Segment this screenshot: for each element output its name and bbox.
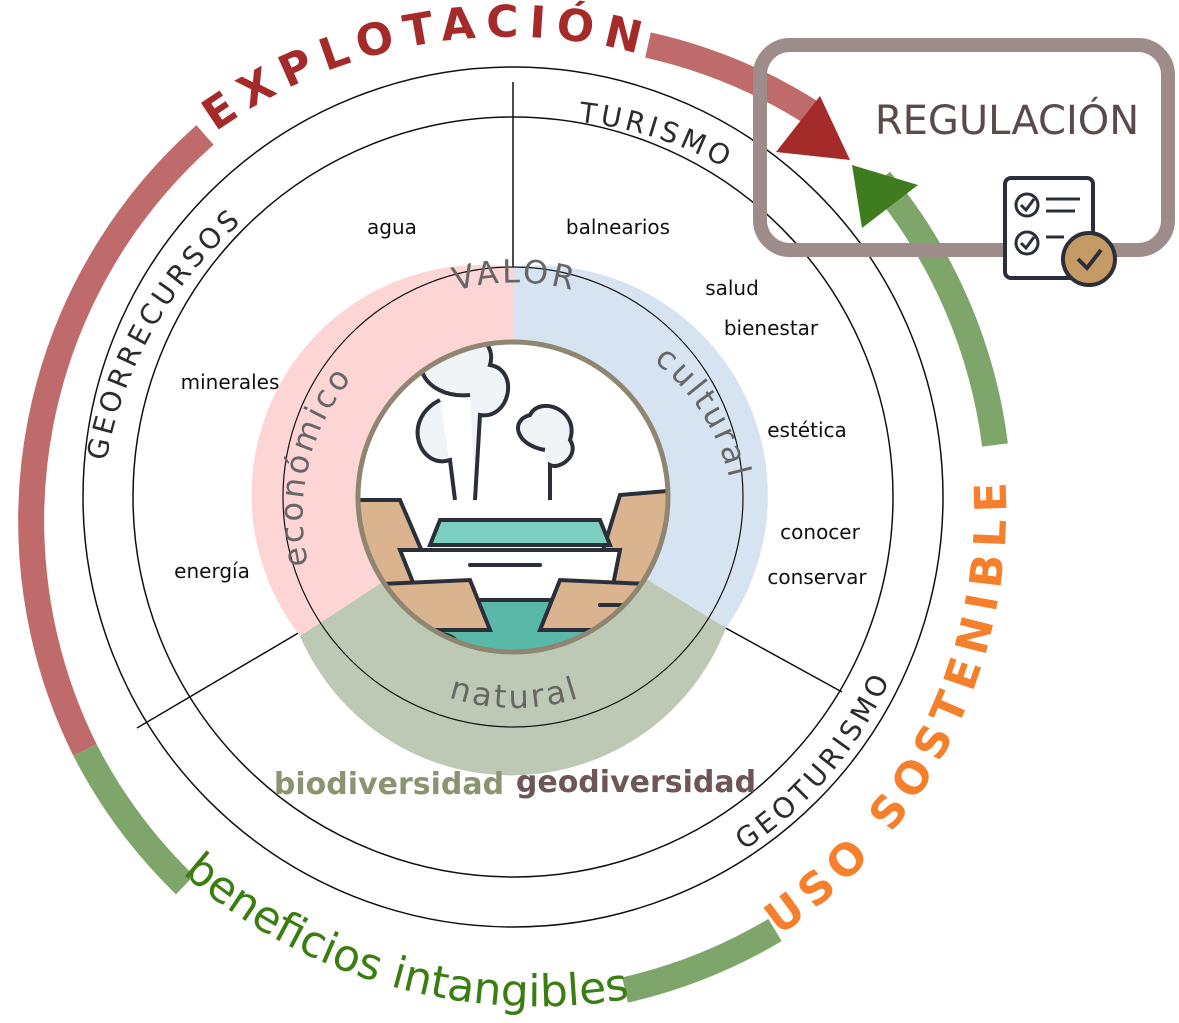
beneficios-arc-left	[73, 744, 195, 895]
item-conocer: conocer	[780, 520, 860, 544]
geodiversidad-label: geodiversidad	[516, 765, 756, 800]
sostenible-arc-right	[870, 171, 1008, 447]
sostenible-arrowhead	[852, 165, 918, 228]
item-energia: energía	[174, 559, 250, 583]
item-agua: agua	[367, 215, 417, 239]
item-bienestar: bienestar	[724, 316, 819, 340]
outer-arcs	[18, 32, 1008, 1003]
biodiversidad-label: biodiversidad	[274, 767, 504, 802]
item-minerales: minerales	[181, 370, 280, 394]
explotacion-arrowhead	[776, 96, 850, 160]
explotacion-arc-left	[18, 125, 214, 756]
regulation-box: REGULACIÓN	[753, 38, 1175, 287]
divider-right	[721, 625, 843, 693]
explotacion-arc-right	[645, 32, 823, 126]
divider-left	[136, 631, 301, 729]
item-conservar: conservar	[767, 565, 867, 589]
checklist-document-icon	[1003, 176, 1117, 287]
item-balnearios: balnearios	[566, 215, 670, 239]
item-salud: salud	[705, 276, 759, 300]
regulation-title: REGULACIÓN	[875, 96, 1139, 144]
item-estetica: estética	[767, 418, 847, 442]
beneficios-arc-bottom	[622, 918, 782, 1003]
